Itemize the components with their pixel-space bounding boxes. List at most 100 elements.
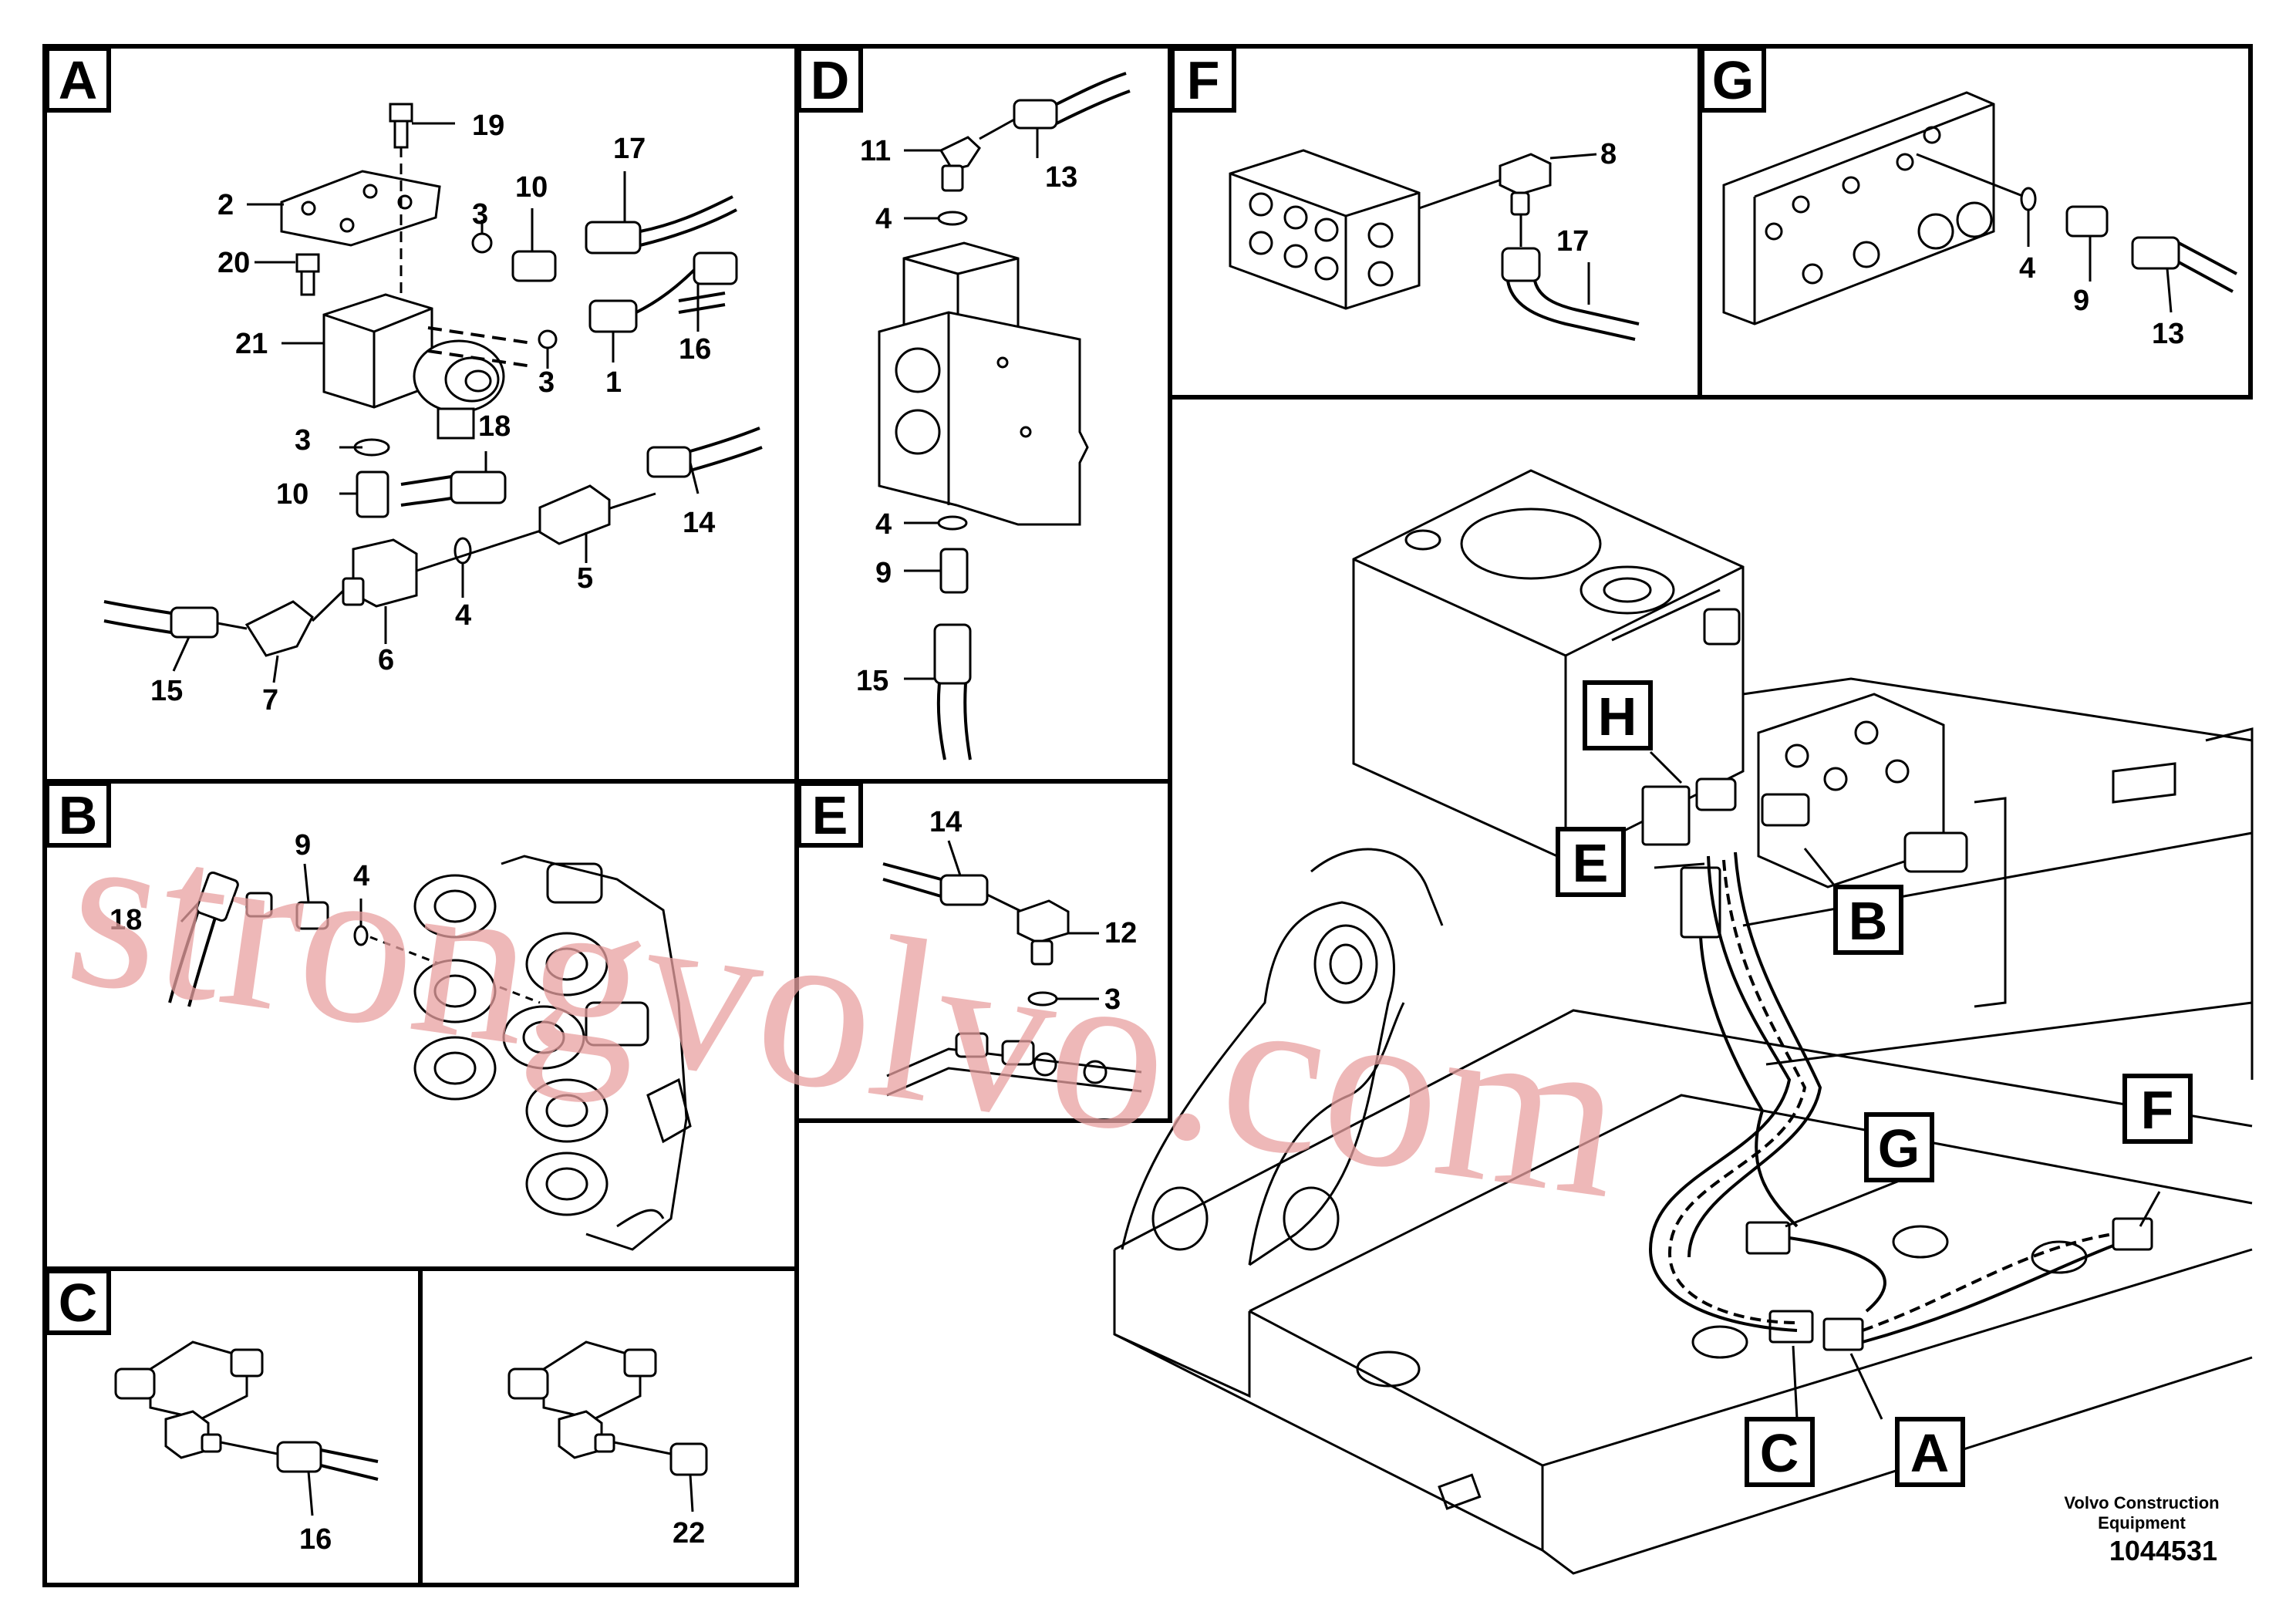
overview-tag-f-text: F (2141, 1080, 2174, 1140)
callout-12: 12 (1104, 917, 1137, 949)
callout-9-g: 9 (2073, 285, 2089, 317)
overview-tag-h-text: H (1598, 686, 1637, 747)
caption-company-line2: Equipment (2098, 1513, 2186, 1533)
callout-17: 17 (613, 133, 646, 165)
callout-10-upper: 10 (515, 171, 548, 204)
bolt-20-shank (300, 270, 315, 296)
overview-tag-e: E (1556, 827, 1626, 897)
hose-end-14-e (939, 874, 989, 906)
callout-18-b: 18 (110, 904, 142, 936)
callout-9-b: 9 (295, 829, 311, 862)
panel-a-drawing (103, 103, 763, 683)
callout-3-upper: 3 (472, 198, 488, 231)
panel-f-drawing (1229, 149, 1640, 341)
panel-b-drawing (168, 855, 692, 1251)
plug-22 (669, 1442, 708, 1476)
adapter-9 (939, 548, 969, 594)
panel-f-letter: F (1187, 50, 1220, 110)
valve-top-block (902, 241, 1020, 329)
panel-frames (42, 44, 2253, 1587)
callout-4-lower-d: 4 (875, 508, 892, 541)
o-ring-4a (937, 211, 968, 226)
elbow-18-b (195, 871, 239, 922)
overview-tag-a-text: A (1910, 1423, 1950, 1483)
callout-15: 15 (150, 675, 183, 707)
callout-4-g: 4 (2019, 252, 2035, 285)
callout-3-e: 3 (1104, 983, 1121, 1016)
tee-5 (538, 484, 611, 545)
callout-20: 20 (217, 247, 250, 279)
hose-end-15-d (933, 623, 972, 685)
callout-6: 6 (378, 644, 394, 676)
solenoid-stack (413, 855, 692, 1251)
caption-company-line1: Volvo Construction (2064, 1493, 2220, 1512)
panel-d-callouts: 11 13 4 4 9 15 (856, 135, 1077, 697)
panel-f-callouts: 8 17 (1556, 138, 1617, 258)
hose-end-13-g (2131, 236, 2180, 270)
callout-5: 5 (577, 562, 593, 595)
panel-b-callouts: 18 9 4 (110, 829, 369, 936)
adapter-9-b (295, 901, 329, 930)
block-f (2112, 1217, 2153, 1251)
panel-e-drawing (882, 840, 1142, 1097)
callout-11: 11 (860, 135, 891, 167)
hose-end-18 (450, 470, 507, 504)
overview-tag-c: C (1745, 1417, 1815, 1487)
callout-13: 13 (1045, 161, 1077, 194)
bolt-20 (295, 253, 320, 273)
callout-3-middle: 3 (538, 366, 555, 399)
tee-8 (1499, 153, 1552, 196)
callout-19: 19 (472, 110, 504, 142)
bolt-19 (389, 103, 413, 123)
block-c (1768, 1310, 1814, 1344)
overview-tag-c-text: C (1760, 1423, 1799, 1483)
tee-block-c2 (542, 1340, 642, 1421)
o-ring-3a (471, 232, 493, 254)
adapter-10b (356, 470, 389, 518)
adapter-1 (588, 299, 638, 333)
callout-1: 1 (605, 366, 622, 399)
panel-e-tag: E (797, 781, 863, 848)
hose-end-13 (1013, 99, 1058, 130)
hose-end-17-f (1501, 247, 1541, 282)
hose-end-16-c (276, 1441, 322, 1473)
tee-block-c1 (149, 1340, 248, 1421)
callout-8: 8 (1600, 138, 1617, 170)
callout-17-f: 17 (1556, 225, 1589, 258)
callout-4-upper-d: 4 (875, 203, 892, 235)
panel-d-drawing (878, 72, 1131, 760)
manifold-plate-g (1722, 91, 1995, 325)
callout-13-g: 13 (2152, 318, 2184, 350)
elbow-7 (244, 600, 314, 657)
plate-2 (280, 170, 441, 247)
overview-tag-g-text: G (1878, 1118, 1920, 1179)
control-valve-assembly (1695, 693, 1968, 889)
overview-drawing (1113, 469, 2254, 1575)
panel-c-callouts: 16 22 (299, 1517, 705, 1556)
overview-tag-b: B (1833, 885, 1903, 955)
panel-c2-drawing (507, 1340, 708, 1512)
hose-end-17 (585, 221, 642, 255)
panel-c-tag: C (45, 1269, 111, 1335)
callout-15-d: 15 (856, 665, 888, 697)
panel-g-tag: G (1700, 46, 1766, 113)
o-ring-4-g (2020, 187, 2037, 211)
callout-2: 2 (217, 189, 234, 221)
panel-g-callouts: 4 9 13 (2019, 252, 2184, 350)
panel-a-frame (42, 44, 799, 784)
panel-a-callouts: 19 2 20 21 17 10 3 3 16 1 3 18 10 14 5 4… (150, 110, 715, 717)
panel-c1-drawing (114, 1340, 379, 1516)
callout-4-b: 4 (353, 860, 369, 892)
overview-tag-g: G (1864, 1112, 1934, 1182)
callout-3-lower: 3 (295, 424, 311, 457)
hose-end-15 (170, 606, 219, 639)
adapter-10a (511, 250, 557, 282)
overview-tag-h: H (1583, 680, 1653, 750)
panel-g-drawing (1722, 91, 2237, 325)
panel-b-letter: B (59, 785, 98, 845)
callout-14-e: 14 (929, 806, 962, 838)
callout-16: 16 (679, 333, 711, 366)
panel-c-letter: C (59, 1273, 98, 1333)
panel-d-letter: D (811, 50, 850, 110)
panel-f-tag: F (1170, 46, 1236, 113)
